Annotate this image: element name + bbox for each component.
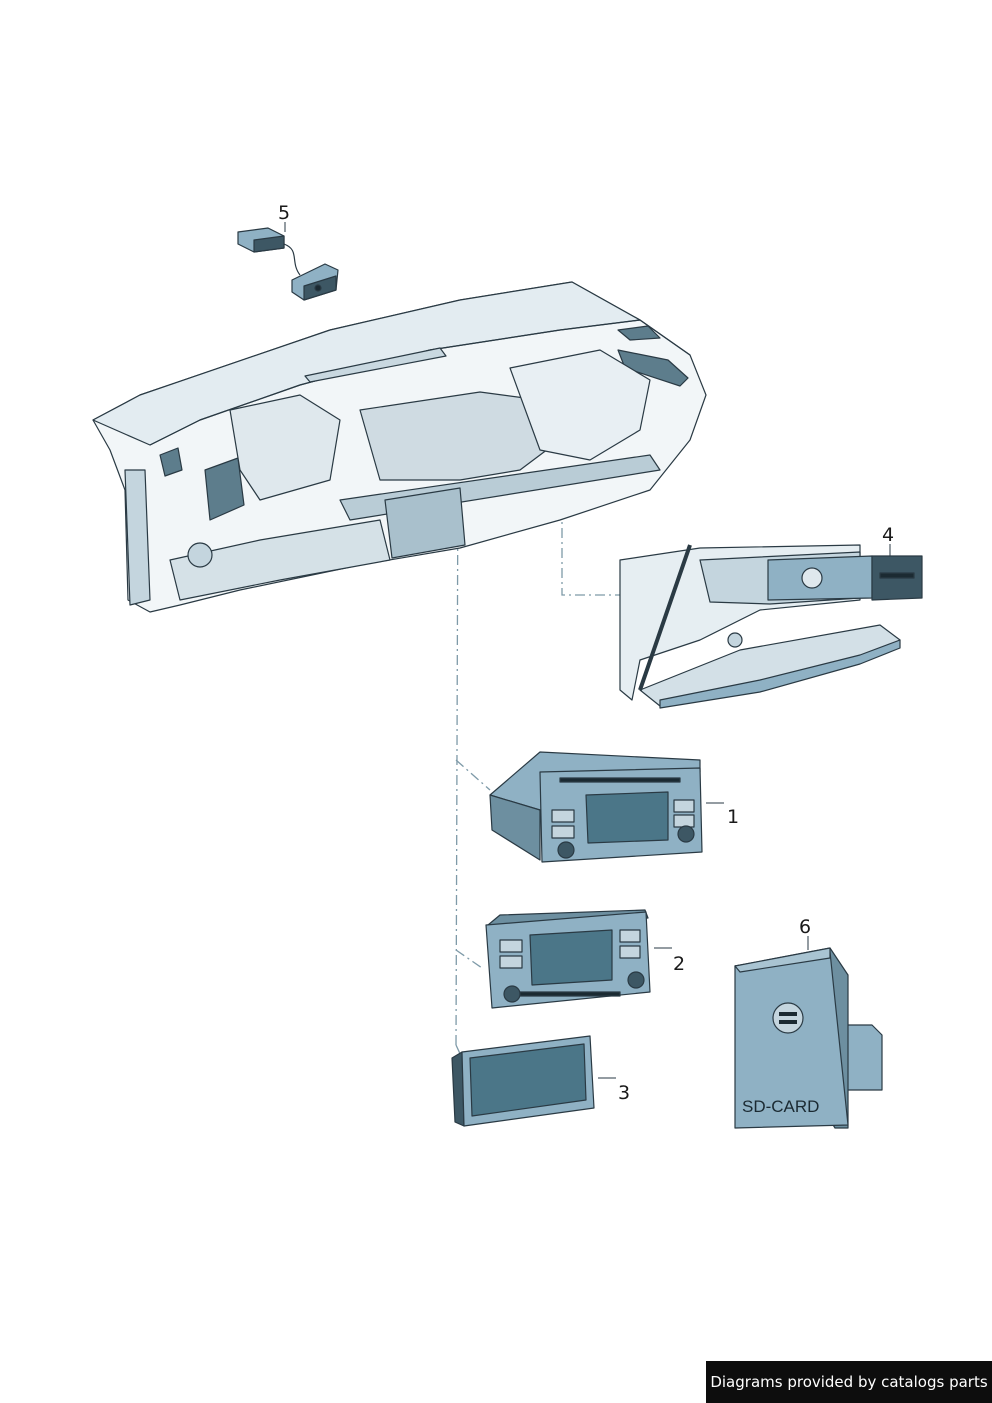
part-1-button-r1: [673, 799, 695, 813]
part-2-slot: [519, 991, 621, 997]
part-2-knob-left: [503, 985, 521, 1003]
part-6-illustration: [734, 936, 883, 1129]
part-6-cover-fold: [734, 947, 831, 973]
part-1-illustration: [489, 751, 724, 863]
part-1-cd-slot: [559, 777, 681, 783]
part-3-screen: [469, 1043, 587, 1117]
dashboard-glovebox-cavity: [509, 349, 651, 461]
part-4-lock: [727, 632, 743, 648]
footer-credit-text: Diagrams provided by catalogs parts: [710, 1373, 988, 1391]
guide-line-part1: [455, 759, 491, 791]
part-1-screen: [585, 791, 669, 844]
part-2-illustration: [485, 909, 672, 1009]
dashboard-knob: [187, 542, 213, 568]
part-4-illustration: [619, 544, 923, 709]
part-1-knob-right: [677, 825, 695, 843]
part-4-slot: [879, 572, 915, 579]
dashboard-left-bracket: [124, 469, 151, 606]
part-6-sd-card: [844, 1024, 883, 1091]
part-5-illustration: [237, 222, 339, 301]
dashboard-vent-left: [204, 457, 245, 521]
part-4-lid-edge: [659, 639, 901, 709]
part-2-screen: [529, 929, 613, 986]
part-2-knob-right: [627, 971, 645, 989]
part-2-button-r2: [619, 945, 641, 959]
part-2-button-r1: [619, 929, 641, 943]
dashboard-vent-side: [159, 447, 183, 477]
callout-4: 4: [882, 524, 895, 546]
dashboard-center-cavity: [359, 391, 561, 481]
callout-3: 3: [618, 1082, 631, 1104]
dashboard-defrost-slot: [304, 347, 447, 383]
dashboard-cluster-opening: [229, 394, 341, 501]
part-1-knob-left: [557, 841, 575, 859]
part-5-port: [314, 284, 322, 292]
part-6-logo: [772, 1002, 804, 1034]
part-4-strap: [638, 544, 692, 691]
part-1-button-r2: [673, 814, 695, 828]
part-6-logo-mark: [779, 1012, 797, 1024]
callout-1: 1: [727, 806, 740, 828]
part-3-illustration: [451, 1035, 616, 1127]
part-4-reader-dial: [801, 567, 823, 589]
callout-2: 2: [673, 953, 686, 975]
part-2-button-l1: [499, 939, 523, 953]
guide-line-main: [455, 454, 459, 1046]
callout-5: 5: [278, 202, 291, 224]
dashboard-vent-corner: [617, 325, 661, 341]
footer-credit-badge: Diagrams provided by catalogs parts: [706, 1361, 992, 1403]
sd-card-label: SD-CARD: [742, 1097, 820, 1116]
part-2-button-l2: [499, 955, 523, 969]
part-5-plug-left-front: [253, 235, 285, 253]
guide-line-part2: [455, 949, 483, 969]
dashboard-center-box: [384, 487, 466, 559]
part-5-cable: [283, 243, 301, 276]
part-1-button-l2: [551, 825, 575, 839]
callout-6: 6: [799, 916, 812, 938]
part-1-chassis-side: [489, 794, 541, 861]
guide-line-part3: [455, 1044, 463, 1059]
dashboard-lower-frame: [169, 519, 391, 601]
dashboard-illustration: [92, 281, 707, 613]
part-1-button-l1: [551, 809, 575, 823]
